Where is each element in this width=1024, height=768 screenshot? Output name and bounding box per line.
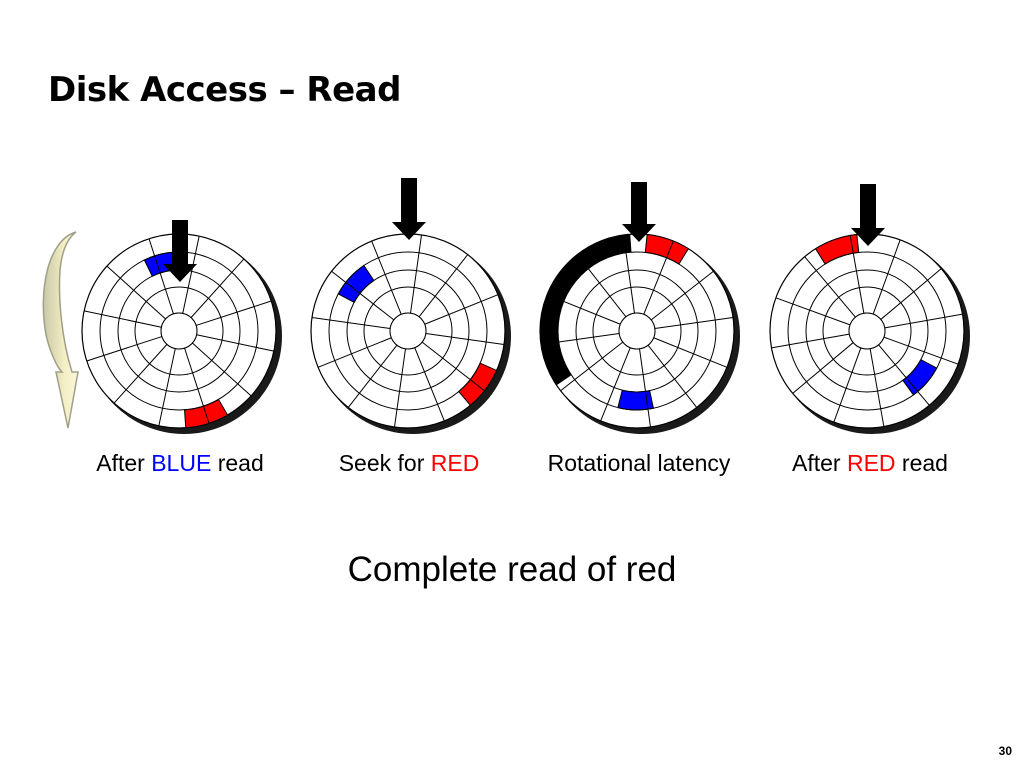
sector-line	[872, 239, 901, 315]
sector-line	[113, 344, 168, 404]
track-ring	[134, 286, 224, 376]
read-head-arrow-icon	[392, 178, 426, 240]
sector-line	[192, 342, 252, 397]
sector-line	[771, 333, 850, 349]
caption-after-red-read: After RED read	[792, 450, 948, 476]
track-ring	[575, 269, 699, 393]
sector-line	[883, 336, 959, 365]
track-ring	[363, 286, 453, 376]
sector-line	[869, 348, 885, 427]
sector-line	[317, 337, 392, 368]
sector-line	[418, 254, 469, 318]
slide-subtitle: Complete read of red	[347, 550, 677, 589]
caption-rotational-latency: Rotational latency	[547, 450, 731, 476]
sector-line	[849, 235, 865, 314]
sector-line	[184, 347, 210, 424]
disk-platter-3	[539, 182, 740, 434]
sector-line	[158, 348, 176, 426]
track-ring	[805, 269, 929, 393]
sector-line	[86, 336, 163, 362]
disk-platter-2	[310, 178, 511, 434]
disk-platter-1	[81, 220, 282, 434]
sector-line	[792, 342, 854, 394]
read-head-arrow-icon	[622, 182, 656, 242]
read-head-arrow-icon	[163, 220, 197, 282]
track-ring	[346, 269, 470, 393]
sector-line	[654, 317, 734, 329]
rotational-latency-arc	[540, 234, 632, 386]
sector-line	[833, 347, 862, 423]
sector-line	[643, 240, 674, 315]
sector-line	[884, 313, 963, 329]
sector-line	[421, 341, 485, 392]
sector-line	[804, 256, 856, 318]
sector-line	[414, 347, 445, 422]
page-number: 30	[998, 744, 1012, 758]
sector-line	[182, 236, 200, 314]
sector-line	[331, 270, 395, 321]
disk-hub	[848, 312, 886, 350]
slide-title: Disk Access – Read	[48, 70, 401, 110]
sector-line	[148, 238, 174, 315]
sector-line	[653, 337, 728, 368]
sector-line	[311, 317, 391, 329]
sector-line	[424, 294, 499, 325]
disk-hub	[389, 312, 427, 350]
sector-line	[647, 344, 698, 408]
rotation-arrow-icon	[42, 231, 79, 429]
sector-line	[84, 310, 162, 328]
sector-line	[195, 300, 272, 326]
sector-line	[560, 341, 624, 392]
sector-line	[600, 347, 631, 422]
sector-line	[347, 344, 398, 408]
sector-line	[106, 265, 166, 320]
sector-line	[425, 333, 505, 345]
sector-line	[394, 348, 406, 428]
disk-platter-4	[769, 184, 970, 434]
sector-line	[639, 348, 651, 428]
sector-line	[410, 234, 422, 314]
read-head-arrow-icon	[851, 184, 885, 246]
caption-seek-for-red: Seek for RED	[338, 450, 480, 476]
disk-hub	[160, 312, 198, 350]
track-ring	[822, 286, 912, 376]
sector-line	[196, 334, 274, 352]
track-ring	[592, 286, 682, 376]
sector-line	[775, 297, 851, 326]
sector-line	[190, 258, 245, 318]
disk-hub	[618, 312, 656, 350]
caption-after-blue-read: After BLUE read	[96, 450, 264, 476]
track-ring	[787, 251, 947, 411]
sector-line	[371, 240, 402, 315]
sector-line	[878, 344, 930, 406]
sector-line	[880, 268, 942, 320]
sector-line	[650, 270, 714, 321]
track-ring	[328, 251, 488, 411]
